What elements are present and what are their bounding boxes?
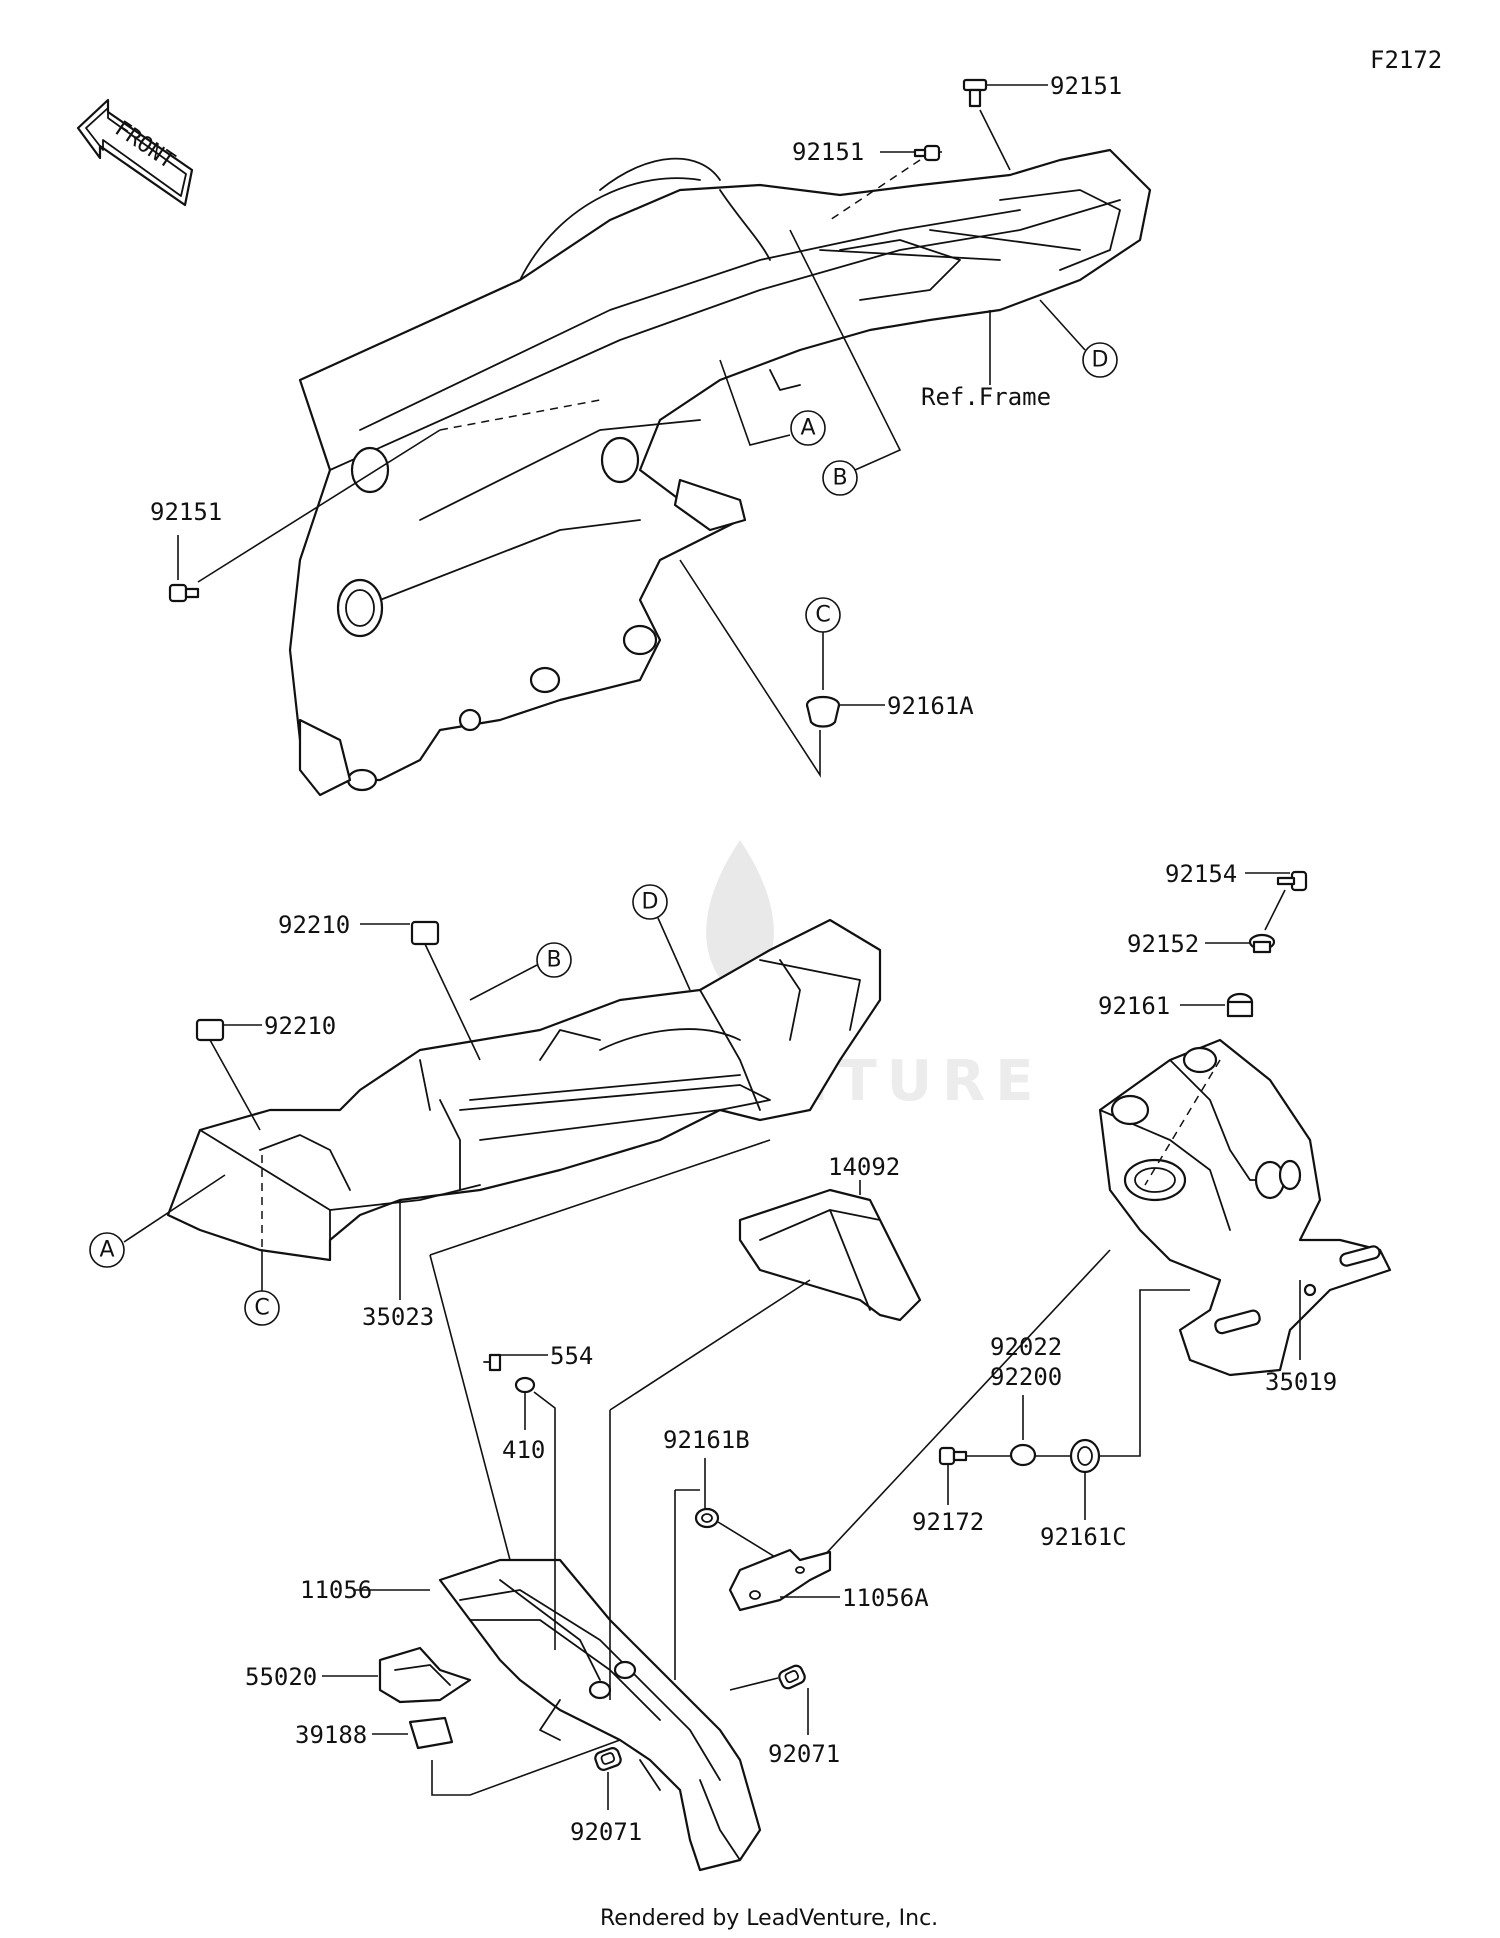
label-410: 410: [502, 1436, 545, 1464]
callout-a-frame-text: A: [800, 416, 815, 441]
rear-fender-35023: [166, 918, 882, 1262]
footer-credit: Rendered by LeadVenture, Inc.: [600, 1906, 938, 1931]
callout-d-fender-text: D: [642, 890, 659, 915]
label-14092: 14092: [828, 1153, 900, 1181]
leader-39188-to-bracket: [431, 1739, 621, 1796]
leader-92154-down: [1264, 889, 1286, 931]
callout-a-fender-text: A: [99, 1238, 114, 1263]
figure-code: F2172: [1370, 46, 1442, 74]
collar-92152: [1248, 933, 1276, 954]
label-92151-top: 92151: [1050, 72, 1122, 100]
leader-callout-b-frame: [789, 229, 902, 471]
leader-92161C-to-bracket: [1099, 1289, 1190, 1457]
label-92071-left: 92071: [570, 1818, 642, 1846]
dash-92151-mid: [829, 159, 921, 221]
callout-d-frame-text: D: [1092, 348, 1109, 373]
callout-a-fender: [89, 1232, 125, 1268]
label-92151-mid: 92151: [792, 138, 864, 166]
leader-92071-right-to-bracket: [729, 1677, 779, 1691]
label-92210-upper: 92210: [278, 911, 350, 939]
label-92161: 92161: [1098, 992, 1170, 1020]
leader-92151-left-to-frame: [197, 429, 441, 583]
callout-b-fender: [536, 942, 572, 978]
label-sticker-39188: [408, 1716, 454, 1750]
callout-a-frame: [790, 410, 826, 446]
label-92152: 92152: [1127, 930, 1199, 958]
bracket-11056A: [728, 1548, 832, 1612]
leader-callout-b-fender: [469, 964, 538, 1001]
callout-c-frame-text: C: [815, 603, 830, 628]
grommet-92071-left: [594, 1747, 622, 1771]
leader-410-to-bracket: [533, 1391, 556, 1650]
dash-92161: [1144, 1059, 1221, 1186]
callout-c-fender-text: C: [254, 1296, 269, 1321]
callout-d-fender: [632, 884, 668, 920]
washer-92022: [1009, 1443, 1037, 1467]
leader-92210-lower-to-fender: [209, 1039, 261, 1131]
damper-92161C: [1069, 1438, 1101, 1474]
leader-92161B-to-11056A: [717, 1521, 781, 1561]
label-92161B: 92161B: [663, 1426, 750, 1454]
callout-b-fender-text: B: [546, 948, 561, 973]
label-92151-left: 92151: [150, 498, 222, 526]
label-92071-right: 92071: [768, 1740, 840, 1768]
bracket-11056: [438, 1558, 762, 1872]
label-92200: 92200: [990, 1363, 1062, 1391]
label-92161A: 92161A: [887, 692, 974, 720]
damper-92161B: [694, 1507, 720, 1529]
leader-92210-upper-to-fender: [424, 943, 481, 1061]
label-39188: 39188: [295, 1721, 367, 1749]
bolt-92172: [938, 1446, 968, 1466]
bolt-92151-left: [168, 583, 200, 603]
plate-14092: [738, 1188, 922, 1322]
frame-assembly: [288, 148, 1152, 797]
label-92172: 92172: [912, 1508, 984, 1536]
label-92022: 92022: [990, 1333, 1062, 1361]
leader-92151-top-down: [979, 109, 1011, 171]
callout-b-frame: [822, 460, 858, 496]
leader-callout-a-fender: [123, 1174, 226, 1243]
label-35019: 35019: [1265, 1368, 1337, 1396]
leader-fender-to-11056-left: [429, 1254, 511, 1561]
front-arrow-icon: FRONT: [76, 98, 194, 207]
nut-92210-lower: [195, 1018, 225, 1042]
label-35023: 35023: [362, 1303, 434, 1331]
pad-55020: [378, 1646, 472, 1704]
bolt-92154: [1276, 870, 1308, 892]
callout-b-frame-text: B: [832, 466, 847, 491]
clip-554: [483, 1353, 502, 1372]
leader-11056-to-35019: [819, 1249, 1111, 1561]
leader-14092-to-11056: [609, 1279, 811, 1411]
cap-92161A: [805, 695, 841, 728]
label-92210-lower: 92210: [264, 1012, 336, 1040]
label-554: 554: [550, 1342, 593, 1370]
ref-frame-label: Ref.Frame: [921, 383, 1051, 411]
grommet-92071-right: [778, 1664, 806, 1690]
damper-92161: [1226, 992, 1254, 1018]
leader-fender-to-11056-top: [429, 1139, 771, 1256]
label-92161C: 92161C: [1040, 1523, 1127, 1551]
washer-410: [514, 1376, 536, 1394]
bolt-92151-mid: [913, 144, 941, 162]
label-11056: 11056: [300, 1576, 372, 1604]
leader-92161A-frame: [679, 559, 821, 778]
nut-92210-upper: [410, 920, 440, 946]
callout-d-frame: [1082, 342, 1118, 378]
label-11056A: 11056A: [842, 1584, 929, 1612]
label-92154: 92154: [1165, 860, 1237, 888]
bracket-35019: [1098, 1038, 1392, 1377]
leader-callout-a-frame: [719, 359, 791, 446]
label-55020: 55020: [245, 1663, 317, 1691]
bolt-92151-top: [962, 78, 988, 108]
leader-callout-d-frame: [1039, 299, 1086, 351]
leader-callout-d-fender: [657, 917, 691, 991]
